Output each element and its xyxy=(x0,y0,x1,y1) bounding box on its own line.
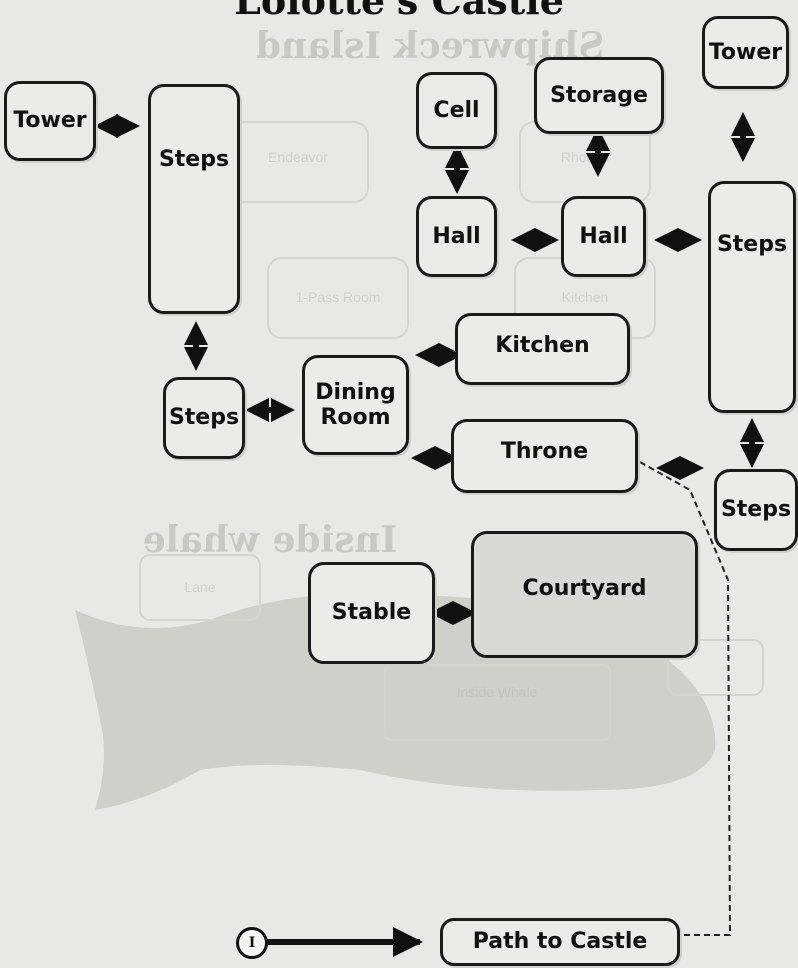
room-dining-label: Dining Room xyxy=(315,380,395,431)
room-path-to-castle-label: Path to Castle xyxy=(473,929,648,954)
room-courtyard[interactable]: Courtyard xyxy=(471,531,698,658)
room-tower-right[interactable]: Tower xyxy=(702,16,789,89)
start-marker-label: I xyxy=(249,935,256,951)
room-steps-right-label: Steps xyxy=(717,232,787,257)
ghost-heading-mid: Inside whale xyxy=(143,519,398,561)
ghost-box-b: Rhodes xyxy=(561,149,609,165)
room-path-to-castle[interactable]: Path to Castle xyxy=(440,918,680,966)
room-kitchen-label: Kitchen xyxy=(495,333,589,358)
room-cell-label: Cell xyxy=(433,98,479,123)
room-throne[interactable]: Throne xyxy=(451,419,638,493)
map-title: Lolotte's Castle xyxy=(0,0,798,23)
room-steps-lower-label: Steps xyxy=(169,405,239,430)
room-storage-label: Storage xyxy=(550,83,648,108)
room-hall-left-label: Hall xyxy=(432,224,480,249)
room-cell[interactable]: Cell xyxy=(416,72,497,149)
room-steps-right-lower-label: Steps xyxy=(721,497,791,522)
ghost-box-f: Lane xyxy=(184,579,215,595)
room-storage[interactable]: Storage xyxy=(534,57,664,134)
room-dining[interactable]: Dining Room xyxy=(302,355,409,455)
room-hall-right[interactable]: Hall xyxy=(561,196,646,277)
room-hall-right-label: Hall xyxy=(579,224,627,249)
room-steps-right-lower[interactable]: Steps xyxy=(714,469,798,551)
ghost-box-c: Inside Whale xyxy=(457,684,538,700)
room-stable[interactable]: Stable xyxy=(308,562,435,664)
ghost-box-d: Kitchen xyxy=(562,289,609,305)
room-tower-left-label: Tower xyxy=(13,108,86,133)
room-steps-lower[interactable]: Steps xyxy=(163,377,245,459)
room-tower-right-label: Tower xyxy=(709,40,782,65)
room-steps-left[interactable]: Steps xyxy=(148,84,240,314)
room-kitchen[interactable]: Kitchen xyxy=(455,313,630,385)
room-steps-right[interactable]: Steps xyxy=(708,181,796,413)
room-hall-left[interactable]: Hall xyxy=(416,196,497,277)
start-marker-icon[interactable]: I xyxy=(236,927,268,959)
ghost-box-e: 1-Pass Room xyxy=(296,289,381,305)
room-tower-left[interactable]: Tower xyxy=(4,81,96,161)
ghost-box-a: Endeavor xyxy=(268,149,328,165)
room-stable-label: Stable xyxy=(332,600,411,625)
room-courtyard-label: Courtyard xyxy=(522,576,646,601)
room-throne-label: Throne xyxy=(501,439,588,464)
room-steps-left-label: Steps xyxy=(159,147,229,172)
